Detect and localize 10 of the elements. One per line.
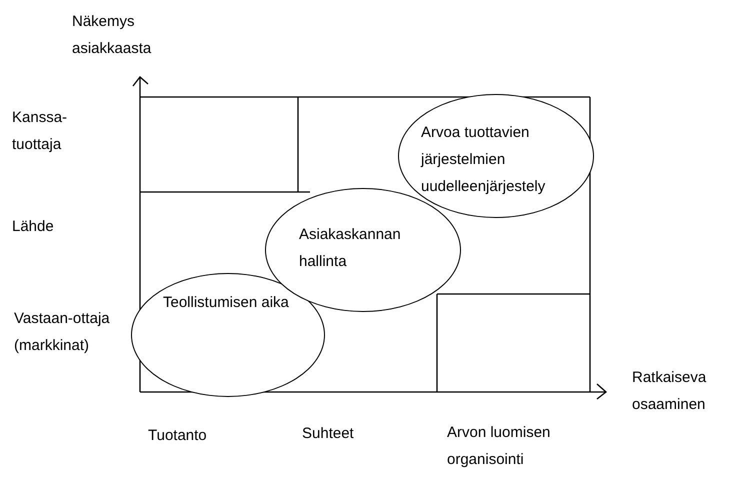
column-label: Suhteet <box>302 424 355 444</box>
axis-title: Näkemys asiakkaasta <box>72 12 152 59</box>
phase-ellipse: Arvoa tuottavien järjestelmien uudelleenjärjestely <box>398 94 594 218</box>
column-label: Tuotanto <box>148 426 208 446</box>
phase-ellipse: Teollistumisen aika <box>131 273 325 397</box>
row-label: Lähde <box>12 217 55 237</box>
axis-title: Ratkaiseva osaaminen <box>632 368 708 415</box>
row-label: Kanssa-tuottaja <box>12 108 68 155</box>
column-label: Arvon luomisen organisointi <box>447 423 552 470</box>
row-label: Vastaan-ottaja (markkinat) <box>14 309 111 356</box>
